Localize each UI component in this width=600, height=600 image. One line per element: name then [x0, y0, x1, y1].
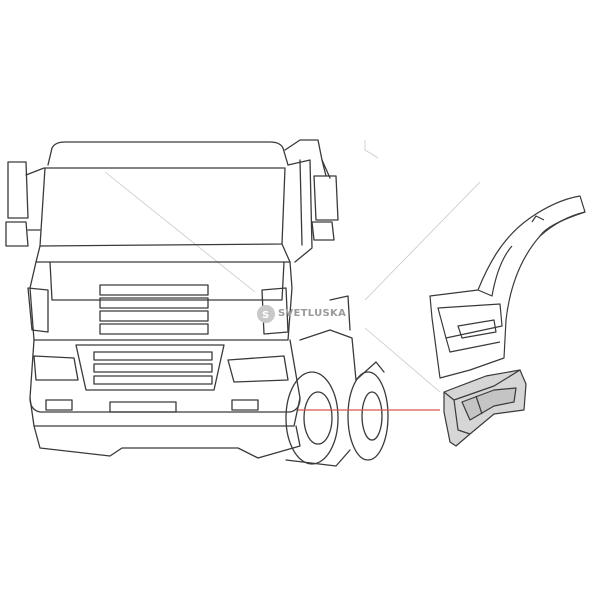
svg-text:S: S: [262, 310, 269, 321]
svetluska-watermark: S SVETLUSKA: [257, 305, 346, 323]
step-panel-icon: [443, 369, 527, 447]
truck-cab-drawing: [5, 139, 389, 467]
svetluska-logo-icon: S: [257, 305, 275, 323]
watermark-brand: SVETLUSKA: [278, 308, 346, 319]
wheel-arch-panel-icon: [429, 195, 586, 379]
guide-lines: [104, 140, 481, 393]
